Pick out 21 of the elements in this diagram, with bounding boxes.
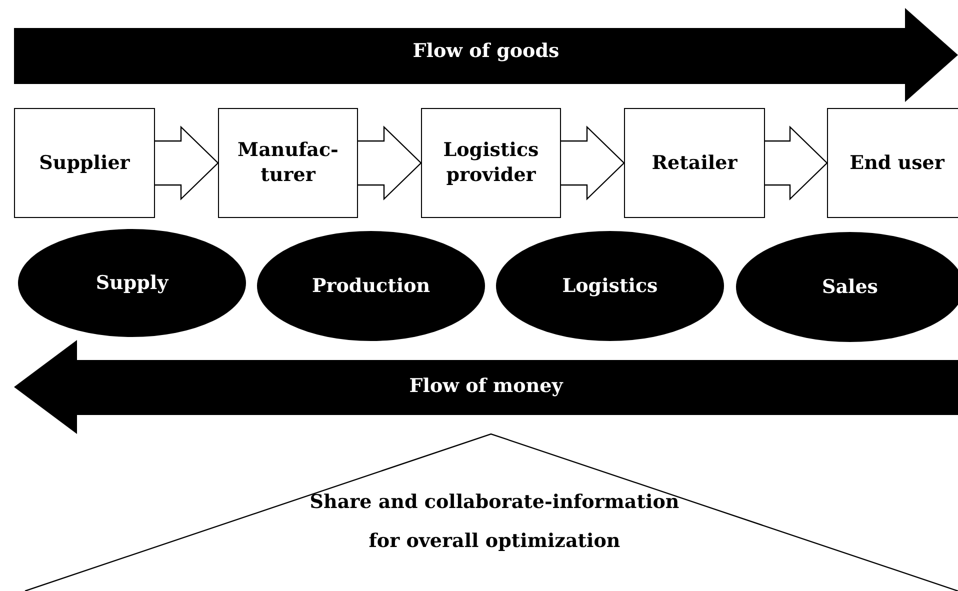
process-box [218, 108, 358, 218]
hollow-arrow [764, 126, 828, 200]
node-label: Logistics provider [442, 138, 540, 188]
node-label: Supplier [39, 150, 130, 176]
hollow-arrow [560, 126, 625, 200]
node-label: Logistics [562, 274, 658, 298]
node-label: Share and collaborate-information for overall optimization [308, 490, 680, 554]
node-label: Sales [822, 274, 878, 300]
node-label: Supply [96, 270, 168, 296]
process-box [14, 108, 155, 218]
hollow-arrow [357, 126, 422, 200]
node-label: Flow of money [409, 374, 563, 398]
node-label: Production [312, 274, 430, 298]
node-label: Flow of goods [412, 38, 560, 64]
process-box [827, 108, 958, 218]
node-label: Retailer [652, 150, 738, 176]
process-box [421, 108, 561, 218]
hollow-arrow [154, 126, 219, 200]
node-label: End user [850, 150, 944, 176]
process-box [624, 108, 765, 218]
node-label: Manufac- turer [236, 138, 340, 188]
